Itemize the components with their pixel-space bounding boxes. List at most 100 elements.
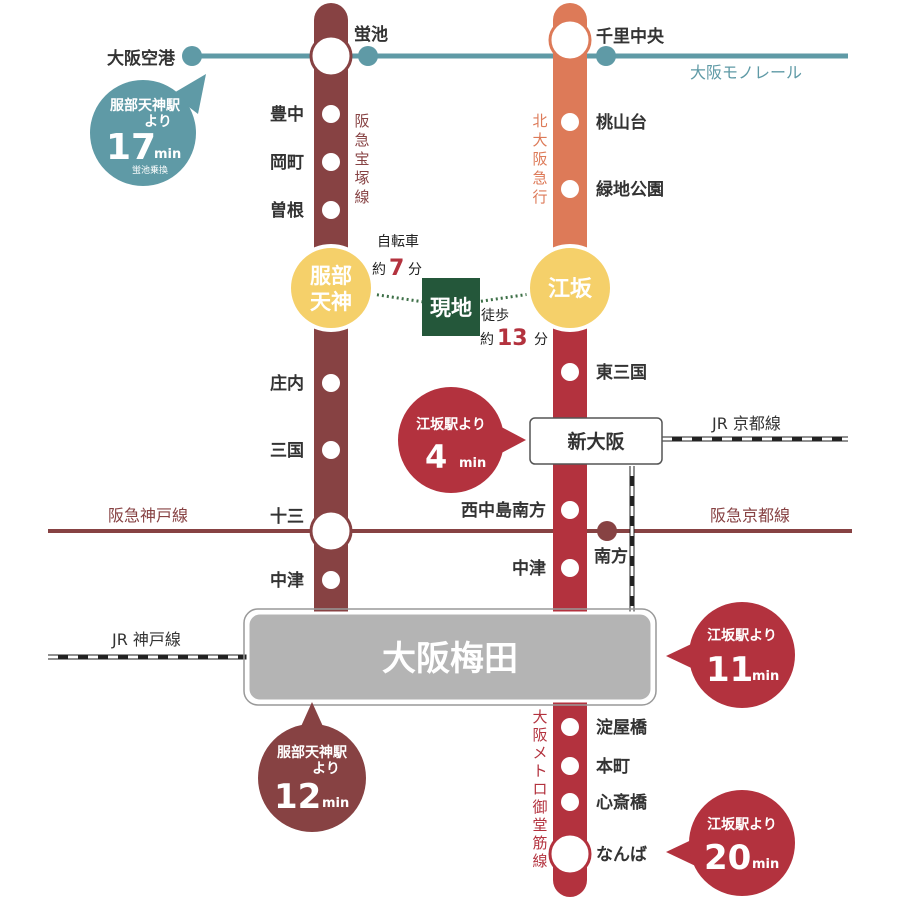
svg-text:御: 御 bbox=[532, 798, 547, 816]
station-label-hotarugaike: 蛍池 bbox=[354, 24, 388, 45]
station-hattori-tenjin: 服部 天神 bbox=[287, 244, 375, 332]
svg-text:min: min bbox=[154, 147, 181, 162]
station-marker-nakatsu-hankyu bbox=[322, 571, 340, 589]
svg-text:13: 13 bbox=[497, 326, 528, 351]
station-marker-momoyamadai bbox=[561, 113, 579, 131]
svg-text:大: 大 bbox=[532, 131, 547, 149]
svg-text:堂: 堂 bbox=[532, 816, 547, 834]
station-marker-monorail-hotarugaike bbox=[358, 46, 378, 66]
svg-text:天神: 天神 bbox=[310, 290, 352, 314]
station-label-okamachi: 岡町 bbox=[270, 153, 304, 173]
svg-text:ロ: ロ bbox=[532, 780, 547, 798]
svg-text:7: 7 bbox=[389, 256, 404, 281]
bike-time-label: 自転車 約 7 分 bbox=[372, 233, 422, 281]
station-marker-minamikata bbox=[597, 521, 617, 541]
svg-text:急: 急 bbox=[354, 131, 369, 149]
svg-text:より: より bbox=[312, 761, 340, 777]
station-label-juso: 十三 bbox=[270, 506, 304, 527]
svg-text:ト: ト bbox=[532, 762, 547, 780]
callout-umeda-from-hattori: 服部天神駅 より 12 min bbox=[258, 702, 366, 832]
station-label-yodoyabashi: 淀屋橋 bbox=[596, 717, 648, 738]
station-marker-yodoyabashi bbox=[561, 718, 579, 736]
svg-text:江坂駅より: 江坂駅より bbox=[707, 816, 777, 833]
station-label-namba: なんば bbox=[596, 845, 647, 865]
station-label-nishinakajima: 西中島南方 bbox=[461, 500, 546, 521]
callout-umeda-from-esaka: 江坂駅より 11 min bbox=[666, 602, 795, 708]
station-label-higashi-mikuni: 東三国 bbox=[596, 362, 647, 383]
svg-text:min: min bbox=[459, 456, 486, 471]
station-marker-osaka-airport bbox=[182, 46, 202, 66]
station-marker-sone bbox=[322, 201, 340, 219]
svg-text:12: 12 bbox=[274, 777, 321, 817]
svg-text:阪: 阪 bbox=[354, 112, 369, 130]
svg-text:北: 北 bbox=[532, 112, 547, 130]
svg-text:江坂: 江坂 bbox=[548, 277, 593, 302]
monorail-line-label: 大阪モノレール bbox=[690, 63, 802, 82]
svg-text:行: 行 bbox=[532, 188, 547, 206]
kitakyu-line-label: 北 大 阪 急 行 bbox=[532, 112, 547, 206]
station-shin-osaka: 新大阪 bbox=[529, 417, 663, 465]
svg-text:江坂駅より: 江坂駅より bbox=[416, 416, 486, 433]
svg-text:服部天神駅: 服部天神駅 bbox=[110, 97, 181, 114]
svg-text:服部: 服部 bbox=[310, 264, 352, 288]
callout-namba: 江坂駅より 20 min bbox=[666, 790, 795, 896]
svg-text:線: 線 bbox=[532, 852, 547, 870]
svg-text:宝: 宝 bbox=[354, 150, 369, 168]
svg-text:新大阪: 新大阪 bbox=[567, 430, 625, 453]
walk-path bbox=[475, 292, 531, 304]
svg-text:4: 4 bbox=[425, 438, 447, 476]
station-marker-ryokuchi-koen bbox=[561, 180, 579, 198]
svg-text:分: 分 bbox=[408, 262, 422, 278]
svg-text:急: 急 bbox=[532, 169, 547, 187]
svg-text:阪: 阪 bbox=[532, 726, 547, 744]
callout-shin-osaka: 江坂駅より 4 min bbox=[398, 387, 526, 493]
svg-text:メ: メ bbox=[532, 744, 547, 762]
station-marker-namba bbox=[548, 832, 592, 876]
station-label-momoyamadai: 桃山台 bbox=[596, 112, 647, 133]
svg-text:自転車: 自転車 bbox=[377, 233, 419, 250]
hankyu-kobe-line-label: 阪急神戸線 bbox=[108, 506, 188, 525]
svg-text:約: 約 bbox=[480, 332, 494, 348]
callout-airport: 服部天神駅 より 17 min 蛍池乗換 bbox=[90, 74, 206, 186]
station-label-nakatsu-metro: 中津 bbox=[512, 558, 546, 579]
svg-text:17: 17 bbox=[106, 127, 156, 168]
svg-text:大阪梅田: 大阪梅田 bbox=[382, 639, 518, 679]
station-label-toyonaka: 豊中 bbox=[270, 104, 304, 125]
station-marker-juso bbox=[309, 509, 353, 553]
station-label-nakatsu-hankyu: 中津 bbox=[270, 570, 304, 591]
station-label-minamikata: 南方 bbox=[594, 546, 628, 567]
svg-text:線: 線 bbox=[354, 188, 369, 206]
station-marker-mikuni bbox=[322, 441, 340, 459]
station-marker-toyonaka bbox=[322, 105, 340, 123]
station-marker-honmachi bbox=[561, 757, 579, 775]
station-marker-hotarugaike bbox=[309, 34, 353, 78]
svg-text:服部天神駅: 服部天神駅 bbox=[277, 744, 348, 761]
svg-text:min: min bbox=[752, 857, 779, 872]
station-esaka: 江坂 bbox=[526, 244, 614, 332]
station-marker-senri-chuo bbox=[548, 18, 592, 62]
walk-time-label: 徒歩 約 13 分 bbox=[480, 308, 548, 351]
station-label-shonai: 庄内 bbox=[270, 373, 304, 394]
station-label-osaka-airport: 大阪空港 bbox=[107, 48, 176, 69]
svg-text:塚: 塚 bbox=[354, 169, 369, 187]
station-label-honmachi: 本町 bbox=[596, 756, 630, 777]
svg-text:より: より bbox=[144, 114, 172, 130]
station-marker-shinsaibashi bbox=[561, 793, 579, 811]
svg-text:min: min bbox=[752, 669, 779, 684]
svg-text:大: 大 bbox=[532, 708, 547, 726]
station-marker-nakatsu-metro bbox=[561, 559, 579, 577]
jr-kyoto-line-label: JR 京都線 bbox=[711, 414, 781, 433]
svg-text:min: min bbox=[322, 796, 349, 811]
station-marker-monorail-senri-chuo bbox=[596, 46, 616, 66]
site-marker: 現地 bbox=[422, 278, 480, 336]
hankyu-kyoto-line-label: 阪急京都線 bbox=[710, 506, 790, 525]
site-label: 現地 bbox=[430, 296, 472, 320]
walk-path bbox=[371, 292, 425, 304]
midosuji-line-label: 大 阪 メ ト ロ 御 堂 筋 線 bbox=[532, 708, 547, 870]
station-label-sone: 曽根 bbox=[270, 200, 304, 221]
station-osaka-umeda: 大阪梅田 bbox=[243, 608, 657, 706]
svg-text:蛍池乗換: 蛍池乗換 bbox=[132, 164, 168, 176]
station-marker-shonai bbox=[322, 374, 340, 392]
station-label-senri-chuo: 千里中央 bbox=[596, 26, 665, 47]
station-marker-nishinakajima bbox=[561, 501, 579, 519]
